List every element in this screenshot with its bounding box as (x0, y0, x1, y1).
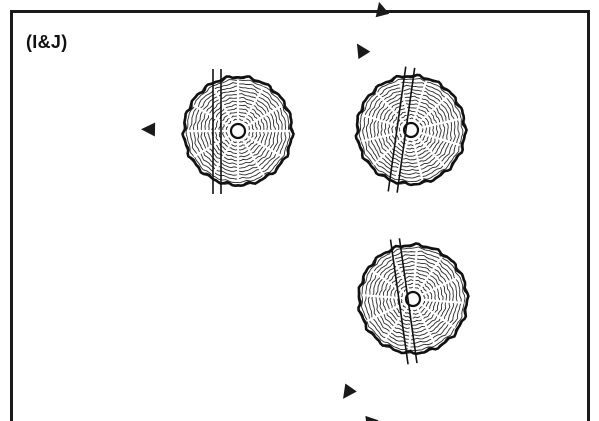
log-bottom-right (337, 238, 468, 421)
arrowhead (372, 0, 389, 17)
arrowhead (141, 122, 155, 136)
pith-icon (231, 124, 245, 138)
log-top-right (351, 0, 467, 192)
log-left (141, 69, 294, 194)
